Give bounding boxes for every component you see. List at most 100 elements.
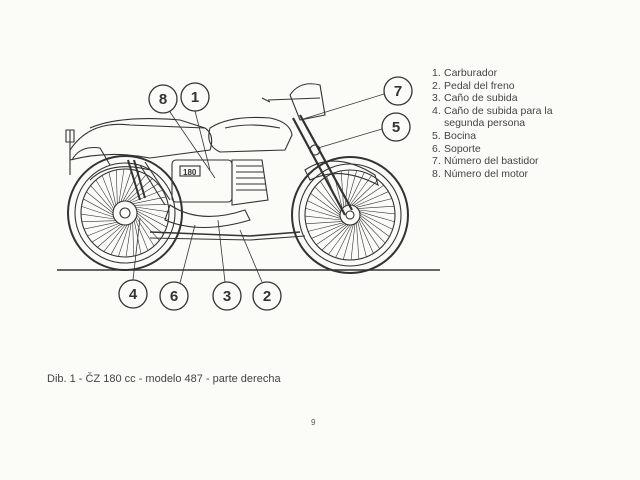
- legend-number: 4.: [432, 104, 441, 117]
- spoke: [80, 213, 115, 220]
- spoke: [136, 208, 169, 220]
- motorcycle-body: 180: [65, 83, 379, 241]
- spoke: [125, 223, 132, 258]
- spoke: [108, 171, 117, 206]
- callout-number: 3: [223, 288, 231, 305]
- callout-number: 1: [191, 89, 199, 106]
- spoke: [132, 222, 134, 257]
- spoke: [116, 169, 118, 204]
- spoke: [357, 205, 395, 209]
- spoke: [135, 218, 149, 251]
- legend-text: Carburador: [444, 67, 498, 79]
- spoke: [136, 214, 160, 241]
- legend-text: Pedal del freno: [444, 79, 515, 92]
- callout-6: 6: [159, 281, 189, 311]
- callout-number: 6: [170, 288, 178, 305]
- legend-text: Número del bastidor: [444, 155, 539, 168]
- spoke: [134, 204, 169, 206]
- spoke: [81, 206, 114, 218]
- spoke: [307, 200, 341, 218]
- spoke: [320, 181, 341, 212]
- spoke: [356, 198, 392, 208]
- legend-text: Soporte: [444, 142, 481, 155]
- legend-item: 6.Soporte: [432, 143, 584, 156]
- spoke: [316, 224, 347, 245]
- spoke: [91, 224, 122, 243]
- callout-number: 8: [159, 91, 167, 108]
- spoke: [351, 179, 379, 206]
- legend-number: 1.: [432, 67, 441, 79]
- spoke: [354, 191, 389, 207]
- spoke: [95, 179, 114, 210]
- callout-2: 2: [252, 281, 282, 311]
- spoke: [87, 223, 120, 237]
- spoke: [110, 224, 128, 255]
- legend-text: Caño de subida para la segunda persona: [444, 104, 553, 130]
- spoke: [359, 212, 393, 230]
- spoke: [310, 193, 341, 216]
- legend-number: 3.: [432, 92, 441, 105]
- spoke: [359, 218, 380, 249]
- spoke: [353, 185, 384, 206]
- legend-number: 5.: [432, 129, 441, 142]
- legend-item: 8.Número del motor: [432, 168, 584, 181]
- legend-number: 6.: [432, 142, 441, 155]
- spoke: [359, 211, 395, 223]
- spoke: [120, 169, 132, 202]
- spoke: [321, 224, 349, 251]
- callout-8: 8: [148, 84, 178, 114]
- legend-item: 7.Número del bastidor: [432, 155, 584, 168]
- callout-number: 5: [392, 119, 400, 136]
- callout-number: 4: [129, 286, 138, 303]
- callout-1: 1: [180, 82, 210, 112]
- spoke: [359, 214, 390, 237]
- spoke: [335, 224, 353, 258]
- spoke: [101, 175, 115, 208]
- legend-item: 4.Caño de subida para la segunda persona: [432, 105, 584, 130]
- spoke: [83, 198, 114, 216]
- legend-text: Caño de subida: [444, 92, 518, 105]
- spoke: [359, 216, 386, 244]
- leader-lines: [132, 93, 385, 284]
- legend-number: 7.: [432, 155, 441, 168]
- spoke: [83, 221, 118, 230]
- spoke: [136, 212, 164, 235]
- spoke: [328, 224, 351, 255]
- callout-4: 4: [118, 279, 148, 309]
- spoke: [90, 185, 114, 212]
- spoke: [308, 222, 344, 232]
- spoke: [305, 221, 343, 225]
- rear-wheel: [67, 155, 183, 271]
- callout-7: 7: [383, 76, 413, 106]
- spoke: [135, 206, 170, 213]
- spoke: [350, 223, 356, 261]
- spoke: [357, 221, 367, 257]
- spoke: [340, 170, 344, 208]
- spoke: [103, 224, 126, 252]
- callout-3: 3: [212, 281, 242, 311]
- legend-number: 8.: [432, 167, 441, 180]
- spoke: [358, 209, 396, 215]
- page-number: 9: [311, 418, 316, 427]
- legend-item: 3.Caño de subida: [432, 92, 584, 105]
- spoke: [304, 215, 342, 221]
- legend-item: 5.Bocina: [432, 130, 584, 143]
- spoke: [118, 224, 130, 257]
- spoke: [136, 210, 167, 228]
- callout-number: 2: [263, 288, 271, 305]
- legend-number: 2.: [432, 79, 441, 92]
- spoke: [126, 178, 153, 202]
- spoke: [358, 219, 374, 254]
- tank-badge: 180: [183, 168, 197, 177]
- callout-5: 5: [381, 112, 411, 142]
- figure-caption: Dib. 1 - ČZ 180 cc - modelo 487 - parte …: [47, 373, 281, 385]
- callout-number: 7: [394, 83, 402, 100]
- spoke: [314, 186, 341, 214]
- spoke: [342, 224, 354, 260]
- legend-text: Bocina: [444, 129, 477, 142]
- spoke: [122, 171, 140, 202]
- spoke: [356, 222, 360, 260]
- spoke: [118, 168, 125, 203]
